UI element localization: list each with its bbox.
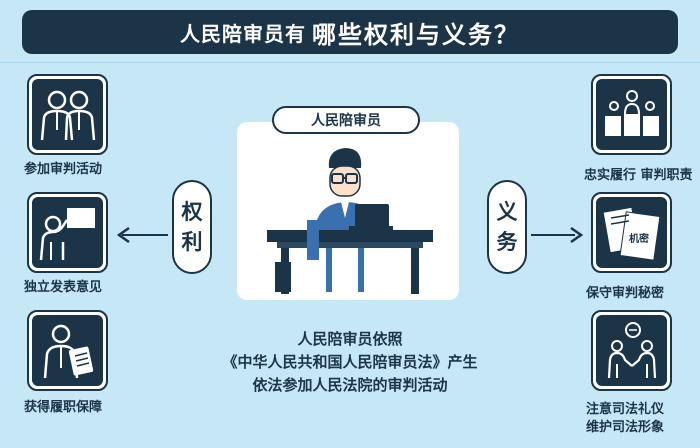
divider [0,62,700,63]
arrow-left-icon [116,227,130,243]
duties-item-1-label: 忠实履行 审判职责 [584,168,693,183]
court-bench-icon [604,89,659,136]
duties-item-2-label: 保守审判秘密 [586,286,665,301]
tile-participate-trial [27,74,108,155]
duties-label-pill: 义 务 [487,180,527,274]
description-line-1: 人民陪审员依照 [297,330,403,348]
two-people-icon [40,90,95,140]
tile-guarantee [27,310,108,391]
juror-at-desk-illustration [267,148,433,294]
rights-char-1: 权 [181,200,203,224]
duties-item-3-line-2: 维护司法形象 [586,420,665,435]
center-description: 人民陪审员依照 《中华人民共和国人民陪审员法》产生 依法参加人民法院的审判活动 [190,328,510,397]
rights-item-3-label: 获得履职保障 [24,400,103,415]
person-document-icon [43,324,93,378]
tile-keep-secret: 机密 [591,192,672,273]
arrow-right-icon [570,227,584,243]
handshake-icon [607,321,656,378]
duties-char-2: 务 [496,230,518,254]
tile-fulfil-duty [591,74,672,155]
tile-judicial-etiquette [591,310,672,391]
tile-express-opinion [27,192,108,273]
speaker-board-icon [39,207,95,260]
description-line-2: 《中华人民共和国人民陪审员法》产生 [222,353,478,371]
juror-illustration-card [237,122,459,300]
title-part2: 哪些权利与义务？ [312,20,520,49]
title-banner: 人民陪审员有 哪些权利与义务？ [22,10,678,54]
rights-item-1-label: 参加审判活动 [24,162,103,177]
rights-char-2: 利 [181,230,203,254]
stamp-text: 机密 [629,232,649,245]
duties-arrow-line [531,234,575,236]
center-tag: 人民陪审员 [272,106,420,134]
description-line-3: 依法参加人民法院的审判活动 [252,376,448,394]
rights-arrow-line [122,234,168,236]
title-part1: 人民陪审员有 [180,21,306,46]
confidential-document-icon: 机密 [603,207,660,261]
rights-item-2-label: 独立发表意见 [24,280,103,295]
duties-char-1: 义 [496,200,518,224]
rights-label-pill: 权 利 [172,180,212,274]
duties-item-3-line-1: 注意司法礼仪 [586,402,665,417]
